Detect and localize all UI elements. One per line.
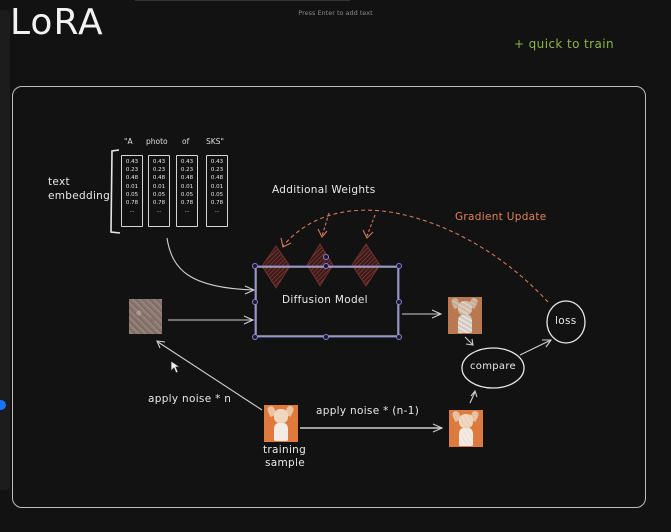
gradient-branch [366, 214, 376, 237]
dog-body [458, 427, 474, 446]
dog-face [274, 409, 288, 424]
dog-ear [469, 410, 481, 423]
embedding-value: 0.78 [210, 200, 224, 207]
embedding-vector-column[interactable]: 0.43 0.23 0.48 0.01 0.05 0.78 ... [206, 155, 228, 227]
token-label[interactable]: photo [146, 137, 168, 146]
training-sample-label-line1[interactable]: training [263, 444, 307, 456]
embedding-value: ... [184, 208, 190, 215]
embedding-value: 0.01 [180, 183, 194, 190]
embedding-vector-column[interactable]: 0.43 0.23 0.48 0.01 0.05 0.78 ... [176, 155, 198, 227]
embedding-vector-column[interactable]: 0.43 0.23 0.48 0.01 0.05 0.78 ... [148, 155, 170, 227]
embedding-value: 0.78 [180, 200, 194, 207]
dog-ear [450, 297, 462, 310]
embedding-value: 0.05 [152, 191, 166, 198]
embedding-value: ... [156, 208, 162, 215]
embedding-value: 0.78 [125, 200, 139, 207]
dog-body [457, 314, 473, 333]
apply-noise-n-minus-1-label[interactable]: apply noise * (n-1) [316, 405, 420, 417]
dog-body [273, 422, 289, 441]
mouse-cursor-icon [170, 360, 182, 374]
embedding-value: 0.48 [180, 175, 194, 182]
noise-image[interactable] [129, 299, 162, 334]
dog-face [459, 414, 473, 429]
compare-to-loss-arrow [519, 339, 552, 356]
embedding-bracket [110, 149, 121, 234]
dog-ear [451, 410, 463, 423]
weight-diamond [306, 243, 334, 287]
embedding-to-model-arrow [166, 237, 255, 291]
embedding-value: 0.43 [152, 159, 166, 165]
diagram-title[interactable]: LoRA [10, 2, 104, 43]
embedding-value: 0.43 [180, 159, 194, 165]
embedding-value: 0.05 [180, 191, 194, 198]
token-label[interactable]: "A [124, 137, 133, 146]
denoised-output-image[interactable] [448, 297, 482, 334]
text-embedding-label-line2[interactable]: embedding [48, 190, 111, 202]
text-entry-hint: Press Enter to add text [298, 9, 373, 17]
embedding-value: 0.23 [210, 167, 224, 174]
gradient-branch [321, 212, 330, 237]
additional-weights-label[interactable]: Additional Weights [272, 184, 376, 196]
embedding-value: 0.05 [210, 191, 224, 198]
dog-ear [468, 297, 480, 310]
training-sample-image[interactable] [264, 405, 298, 442]
diffusion-model-label[interactable]: Diffusion Model [282, 294, 368, 306]
compare-node [461, 347, 525, 389]
embedding-value: 0.48 [125, 175, 139, 182]
embedding-value: 0.23 [152, 167, 166, 174]
embedding-value: 0.23 [125, 167, 139, 174]
compare-label[interactable]: compare [470, 361, 516, 372]
gradient-update-label[interactable]: Gradient Update [455, 211, 547, 223]
apply-noise-n-label[interactable]: apply noise * n [148, 393, 232, 405]
embedding-value: 0.01 [210, 183, 224, 190]
text-embedding-label-line1[interactable]: text [48, 176, 70, 188]
embedding-value: 0.48 [152, 175, 166, 182]
embedding-value: 0.01 [125, 183, 139, 190]
embedding-value: 0.23 [180, 167, 194, 174]
diagram-frame[interactable] [12, 86, 646, 508]
embedding-value: 0.05 [125, 191, 139, 198]
embedding-value: ... [214, 208, 220, 215]
top-toolbar-edge [135, 0, 350, 1]
embedding-value: 0.48 [210, 175, 224, 182]
embedding-value: 0.43 [125, 159, 139, 165]
embedding-vector-column[interactable]: 0.43 0.23 0.48 0.01 0.05 0.78 ... [121, 155, 143, 227]
sample-to-noise-arrow [157, 341, 263, 411]
weight-diamond [351, 243, 381, 287]
left-toolbar[interactable] [0, 10, 10, 490]
embedding-value: 0.43 [210, 159, 224, 165]
training-sample-label-line2[interactable]: sample [265, 457, 305, 469]
loss-label[interactable]: loss [555, 315, 577, 327]
noisy-sample-image[interactable] [449, 410, 483, 447]
embedding-value: 0.78 [152, 200, 166, 207]
embedding-value: 0.01 [152, 183, 166, 190]
quick-to-train-note[interactable]: + quick to train [514, 37, 614, 51]
token-label[interactable]: of [182, 137, 190, 146]
dog-face [458, 301, 472, 316]
gradient-update-curve [282, 209, 549, 303]
token-label[interactable]: SKS" [206, 137, 224, 146]
embedding-value: ... [129, 208, 135, 215]
toolbar-active-indicator [0, 400, 6, 410]
loss-node [546, 300, 586, 344]
